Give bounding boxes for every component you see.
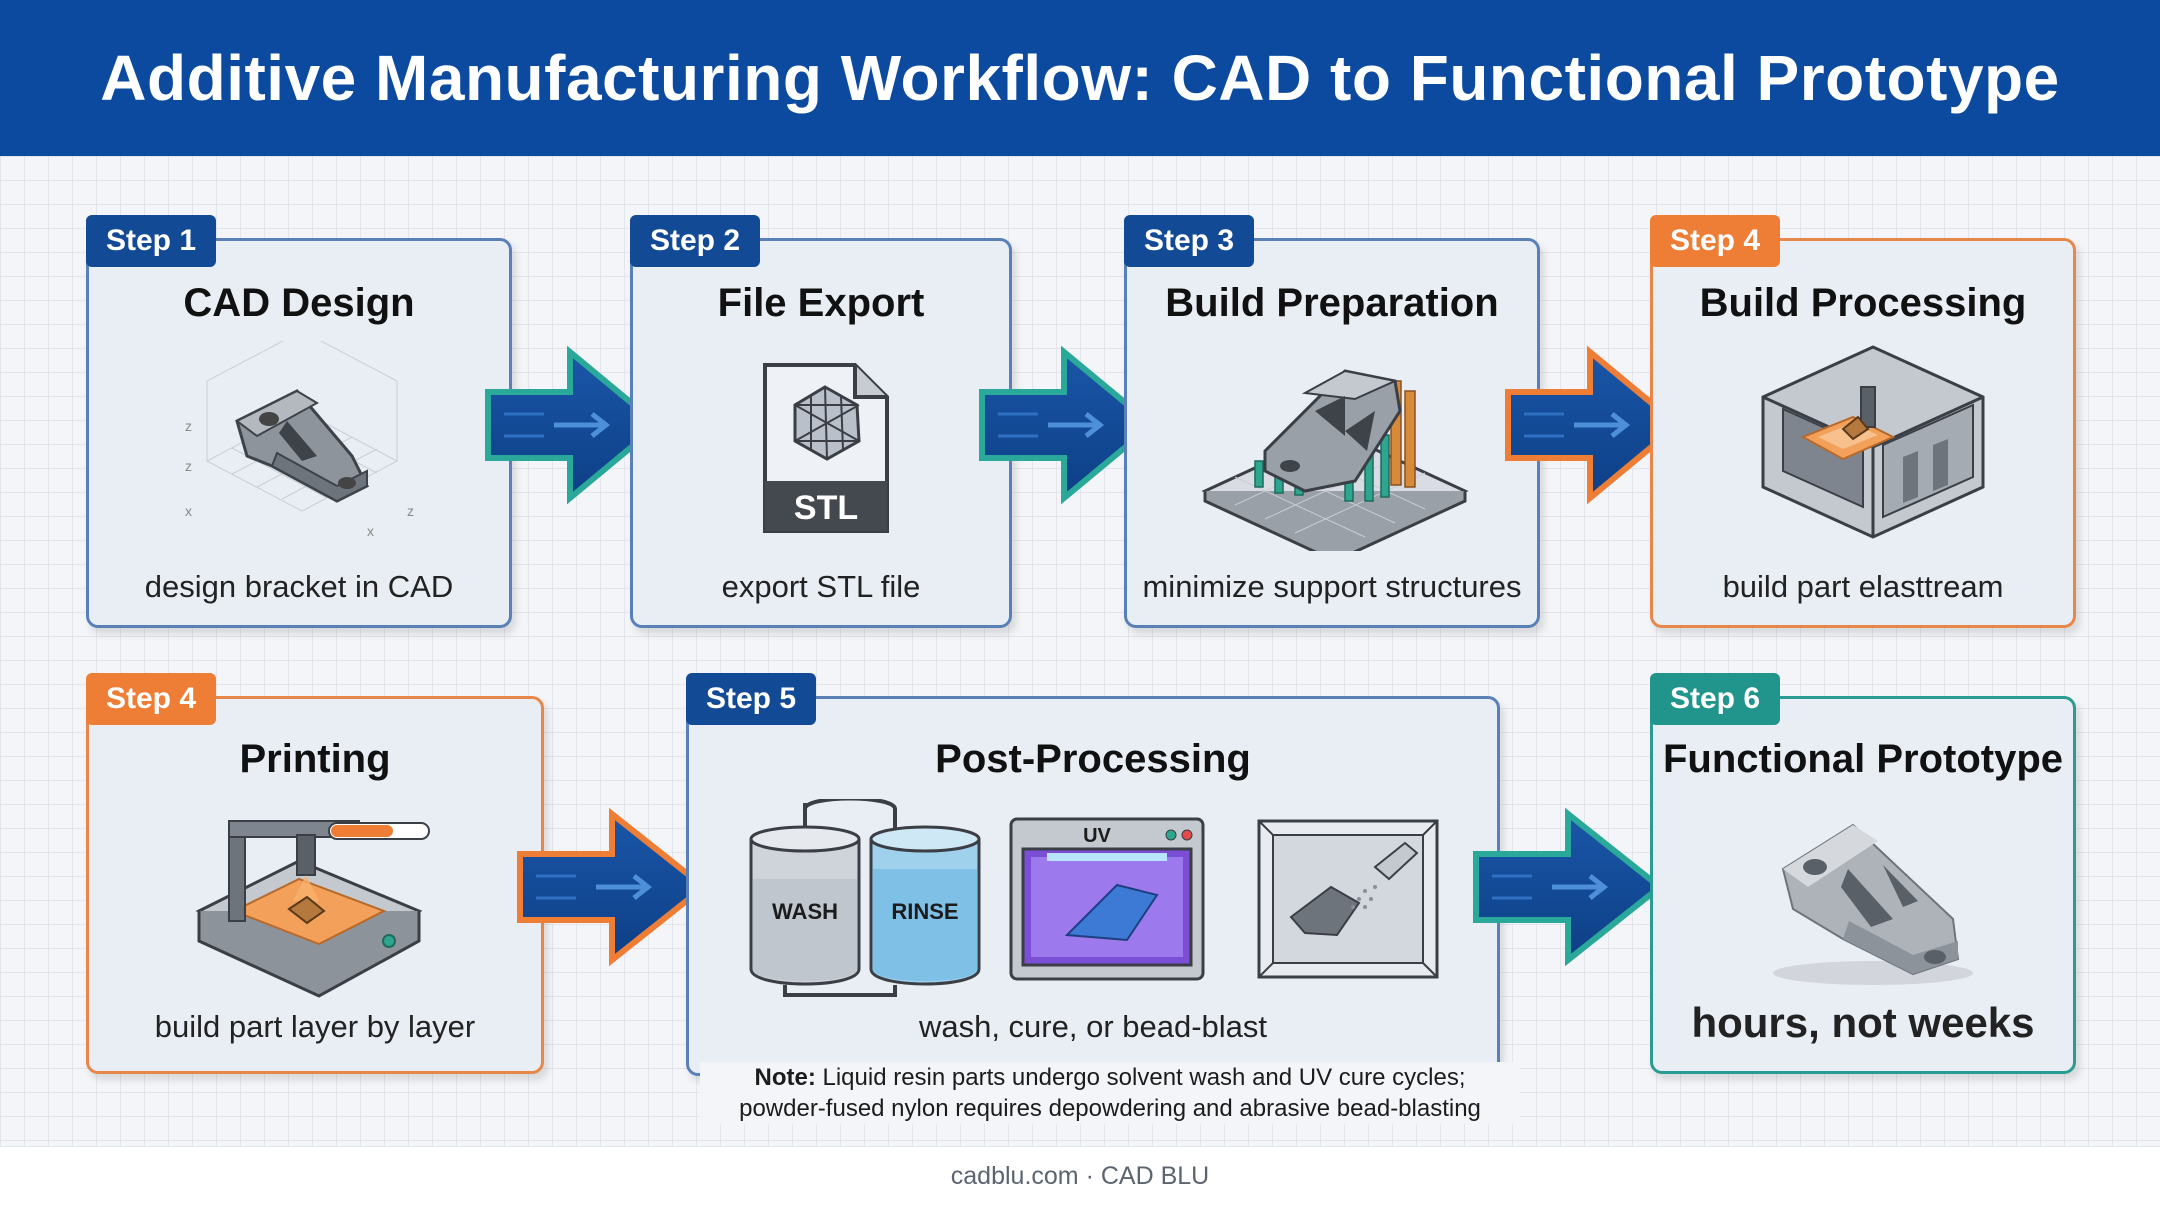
step-card-build-preparation: Step 3 Build Preparation minimize suppor… [1124,215,1540,628]
cad-bracket-icon: z z x z x [185,341,414,539]
step-caption: wash, cure, or bead-blast [918,1009,1268,1044]
step-title: File Export [717,281,925,325]
step-badge: Step 4 [86,673,217,725]
flow-arrow-4 [517,807,709,967]
flow-arrow-3 [1505,345,1683,505]
step-badge: Step 6 [1650,673,1781,725]
step-badge: Step 2 [630,215,761,267]
step-title: Build Processing [1699,281,2027,325]
step-title: Printing [239,737,391,781]
page-title: Additive Manufacturing Workflow: CAD to … [100,42,2060,114]
step-title: Functional Prototype [1663,737,2063,781]
prototype-bracket-icon [1773,823,1973,985]
process-note: Note: Liquid resin parts undergo solvent… [700,1062,1520,1124]
header-banner: Additive Manufacturing Workflow: CAD to … [0,0,2160,156]
svg-text:z: z [185,458,192,474]
step-card-file-export: Step 2 File Export STL export STL file [630,215,1012,628]
step-caption: design bracket in CAD [144,569,454,604]
rinse-label: RINSE [891,899,958,924]
bead-blast-chamber-icon [1257,819,1439,979]
printer-machine-icon [1761,345,1985,539]
wash-label: WASH [772,899,838,924]
step-caption: export STL file [721,569,921,604]
step-card-cad-design: Step 1 CAD Design z z x z x design brack… [86,215,512,628]
step-card-post-processing: Step 5 Post-Processing WASH RINSE UV w [686,673,1500,1076]
footer: cadblu.com · CAD BLU [0,1146,2160,1206]
flow-arrow-2 [979,345,1157,505]
svg-text:x: x [367,523,374,539]
step-title: Build Preparation [1165,281,1499,325]
footer-credit: cadblu.com · CAD BLU [950,1162,1210,1190]
svg-text:z: z [185,418,192,434]
svg-text:z: z [407,503,414,519]
step-card-functional-prototype: Step 6 Functional Prototype hours, not w… [1650,673,2076,1074]
stl-label: STL [794,489,858,527]
step-caption: build part elasttream [1722,569,2004,604]
support-structure-icon [1201,369,1469,551]
stl-file-icon: STL [763,363,889,533]
step-caption: minimize support structures [1142,569,1522,604]
step-title: CAD Design [183,281,415,325]
step-badge: Step 4 [1650,215,1781,267]
step-card-build-processing: Step 4 Build Processing build part elast… [1650,215,2076,628]
note-line-1: Liquid resin parts undergo solvent wash … [822,1064,1466,1091]
uv-cure-chamber-icon: UV [1009,817,1205,981]
step-badge: Step 5 [686,673,817,725]
step-caption: hours, not weeks [1691,999,2035,1046]
wash-rinse-tanks-icon: WASH RINSE [749,799,981,997]
note-line-2: powder-fused nylon requires depowdering … [739,1095,1481,1122]
flow-arrow-5 [1473,807,1665,967]
svg-text:x: x [185,503,192,519]
step-title: Post-Processing [935,737,1251,781]
step-card-printing: Step 4 Printing build part layer by laye… [86,673,544,1074]
step-caption: build part layer by layer [154,1009,476,1044]
note-label: Note: [754,1064,816,1091]
flow-arrow-1 [485,345,663,505]
step-badge: Step 3 [1124,215,1255,267]
printing-icon [195,820,430,998]
uv-label: UV [1083,825,1111,847]
step-badge: Step 1 [86,215,217,267]
